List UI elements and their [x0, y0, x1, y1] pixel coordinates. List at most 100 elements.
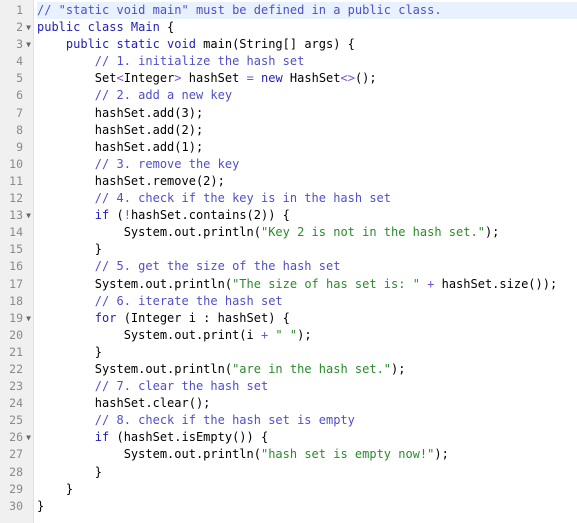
code-token: // 6. iterate the hash set	[37, 293, 283, 308]
code-line[interactable]: }	[37, 498, 577, 515]
code-token: }	[37, 344, 103, 359]
fold-arrow-icon[interactable]: ▼	[26, 211, 31, 221]
code-token: (	[116, 208, 124, 223]
code-token: System.out.print(i	[37, 327, 261, 342]
code-token: hashSet	[181, 71, 247, 86]
fold-arrow-icon[interactable]: ▼	[26, 40, 31, 50]
code-line[interactable]: System.out.println("are in the hash set.…	[37, 361, 577, 378]
line-number: 17	[0, 276, 33, 293]
code-token: =	[246, 71, 254, 86]
code-line[interactable]: }	[37, 344, 577, 361]
code-token: "hash set is empty now!"	[260, 447, 435, 462]
code-line[interactable]: System.out.println("hash set is empty no…	[37, 446, 577, 463]
code-token: }	[37, 498, 45, 513]
fold-arrow-icon[interactable]: ▼	[26, 313, 31, 323]
code-token: System.out.println(	[37, 447, 261, 462]
line-number-text: 25	[9, 413, 23, 428]
code-line[interactable]: }	[37, 481, 577, 498]
line-number: 11	[0, 173, 33, 190]
code-line[interactable]: // "static void main" must be defined in…	[37, 2, 577, 20]
line-number-text: 27	[9, 447, 23, 462]
line-number: 29	[0, 481, 33, 498]
line-number-text: 8	[16, 122, 23, 137]
line-number: 14	[0, 224, 33, 241]
line-number-text: 24	[9, 396, 23, 411]
line-number-text: 22	[9, 361, 23, 376]
line-number-text: 6	[16, 88, 23, 103]
code-line[interactable]: // 3. remove the key	[37, 156, 577, 173]
line-number: 5	[0, 70, 33, 87]
line-number-text: 12	[9, 191, 23, 206]
code-token: <>	[340, 71, 355, 86]
code-line[interactable]: if (hashSet.isEmpty()) {	[37, 429, 577, 446]
code-line[interactable]: }	[37, 464, 577, 481]
line-number-text: 23	[9, 379, 23, 394]
code-token: +	[260, 327, 269, 342]
line-number: 12	[0, 190, 33, 207]
line-number: 20	[0, 327, 33, 344]
code-line[interactable]: hashSet.add(3);	[37, 105, 577, 122]
code-line[interactable]: public class Main {	[37, 19, 577, 36]
fold-arrow-icon[interactable]: ▼	[26, 23, 31, 33]
line-number-text: 1	[16, 3, 23, 17]
code-line[interactable]: System.out.print(i + " ");	[37, 327, 577, 344]
code-line[interactable]: hashSet.add(1);	[37, 139, 577, 156]
line-number-text: 14	[9, 225, 23, 240]
code-line[interactable]: hashSet.clear();	[37, 395, 577, 412]
line-number: 30	[0, 498, 33, 515]
code-token: "are in the hash set."	[232, 361, 392, 376]
line-number: 21	[0, 344, 33, 361]
code-token: // "static void main" must be defined in…	[37, 3, 442, 17]
code-token: hashSet.remove(2);	[37, 173, 225, 188]
code-token: hashSet.size());	[441, 276, 558, 291]
line-number-text: 16	[9, 259, 23, 274]
code-line[interactable]: // 6. iterate the hash set	[37, 293, 577, 310]
code-line[interactable]: System.out.println("The size of has set …	[37, 276, 577, 293]
code-line[interactable]: // 2. add a new key	[37, 87, 577, 104]
code-token: {	[159, 20, 175, 35]
code-token: "Key 2 is not in the hash set."	[260, 225, 485, 240]
line-number: 18	[0, 293, 33, 310]
code-token: main(String[] args) {	[203, 37, 355, 52]
line-number-text: 21	[9, 344, 23, 359]
code-token: hashSet.add(3);	[37, 105, 204, 120]
code-line[interactable]: public static void main(String[] args) {	[37, 36, 577, 53]
code-line[interactable]: hashSet.remove(2);	[37, 173, 577, 190]
code-line[interactable]: // 7. clear the hash set	[37, 378, 577, 395]
line-number-text: 5	[16, 71, 23, 86]
line-number: 7	[0, 105, 33, 122]
fold-arrow-icon[interactable]: ▼	[26, 433, 31, 443]
code-line[interactable]: Set<Integer> hashSet = new HashSet<>();	[37, 70, 577, 87]
code-token: );	[391, 361, 406, 376]
line-number-text: 20	[9, 327, 23, 342]
code-token: // 4. check if the key is in the hash se…	[37, 191, 392, 206]
code-token: System.out.println(	[37, 361, 233, 376]
line-number-text: 4	[16, 54, 23, 69]
code-line[interactable]: System.out.println("Key 2 is not in the …	[37, 224, 577, 241]
code-token: // 5. get the size of the hash set	[37, 259, 341, 274]
code-line[interactable]: }	[37, 241, 577, 258]
code-token: "The size of has set is: "	[232, 276, 420, 291]
code-line[interactable]: if (!hashSet.contains(2)) {	[37, 207, 577, 224]
code-line[interactable]: // 1. initialize the hash set	[37, 53, 577, 70]
code-token: (Integer i : hashSet) {	[123, 310, 290, 325]
code-token: public static void	[37, 37, 204, 52]
code-line[interactable]: // 4. check if the key is in the hash se…	[37, 190, 577, 207]
code-line[interactable]: // 5. get the size of the hash set	[37, 258, 577, 275]
code-line[interactable]: hashSet.add(2);	[37, 122, 577, 139]
code-line[interactable]: for (Integer i : hashSet) {	[37, 310, 577, 327]
line-number: 1	[0, 2, 33, 19]
line-number-text: 13	[9, 208, 23, 223]
code-token: Integer	[123, 71, 175, 86]
line-number: 26▼	[0, 429, 33, 446]
line-number-text: 15	[9, 242, 23, 257]
code-token: +	[419, 276, 442, 291]
code-area[interactable]: // "static void main" must be defined in…	[34, 0, 577, 523]
code-token: >	[174, 71, 182, 86]
line-number-text: 7	[16, 105, 23, 120]
code-token: System.out.println(	[37, 225, 261, 240]
code-line[interactable]: // 8. check if the hash set is empty	[37, 412, 577, 429]
code-token: Main	[130, 20, 160, 35]
